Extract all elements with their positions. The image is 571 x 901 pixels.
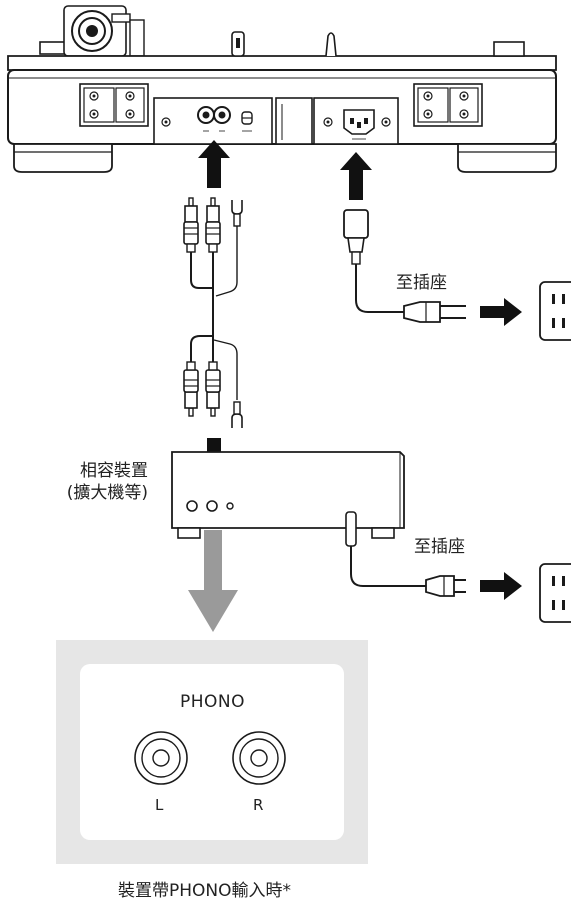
wall-outlet-icon xyxy=(539,563,571,623)
callout-arrow-icon xyxy=(188,530,238,632)
amplifier-icon xyxy=(171,451,405,539)
phono-jack-left-icon xyxy=(134,731,188,785)
arrow-right-icon xyxy=(480,298,522,326)
arrow-up-icon xyxy=(198,140,230,188)
outlet-label-bottom: 至插座 xyxy=(414,537,465,557)
phono-title: PHONO xyxy=(180,692,246,712)
phono-jack-right-icon xyxy=(232,731,286,785)
ac-power-cord xyxy=(343,209,466,323)
turntable-rear-panel xyxy=(7,5,557,173)
tonearm-icon xyxy=(39,5,145,57)
arrow-up-icon xyxy=(340,152,372,200)
amp-label-line1: 相容裝置 xyxy=(80,461,148,481)
rca-cable-with-ground xyxy=(183,197,243,429)
arrow-right-icon xyxy=(480,572,522,600)
channel-right-label: R xyxy=(253,796,264,814)
wall-outlet-icon xyxy=(539,281,571,341)
amp-label: 相容裝置 (擴大機等) xyxy=(67,460,148,504)
channel-left-label: L xyxy=(155,796,164,814)
phono-caption: 裝置帶PHONO輸入時* xyxy=(118,881,292,901)
outlet-label-top: 至插座 xyxy=(396,273,447,293)
phono-inset xyxy=(56,640,368,864)
amp-label-line2: (擴大機等) xyxy=(66,483,148,503)
amp-power-cord xyxy=(345,511,466,597)
